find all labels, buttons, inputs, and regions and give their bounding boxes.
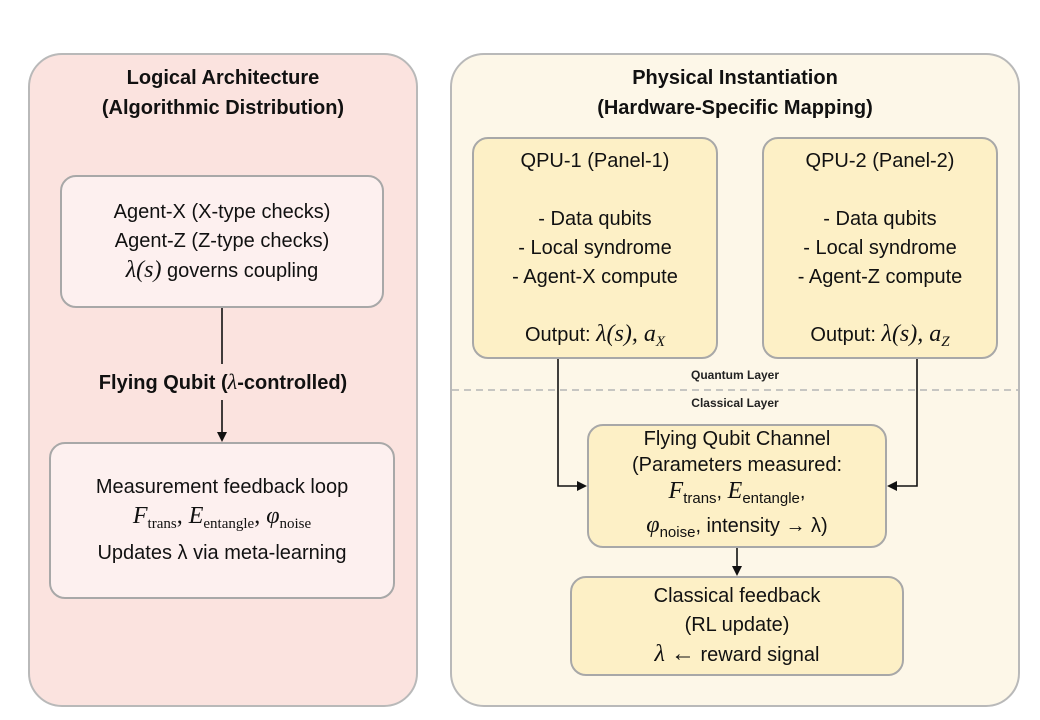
channel-title: Flying Qubit Channel: [643, 428, 831, 450]
qpu2-title: QPU-2 (Panel-2): [805, 150, 955, 172]
qpu2-output: Output: λ(s), aZ: [810, 321, 950, 350]
quantum-layer-label: Quantum Layer: [690, 368, 780, 382]
feedback-loop-line: Measurement feedback loop: [95, 476, 349, 498]
agent-x-line: Agent-X (X-type checks): [113, 200, 331, 223]
lambda-s-math: λ(s): [125, 256, 162, 283]
qpu1-box: QPU-1 (Panel-1) - Data qubits - Local sy…: [472, 137, 718, 359]
feedback-params-math: Ftrans, Eentangle, φnoise: [132, 503, 312, 532]
qpu2-local-syndrome: - Local syndrome: [803, 236, 957, 259]
physical-title-line1: Physical Instantiation: [632, 67, 838, 89]
measurement-feedback-box: Measurement feedback loop Ftrans, Eentan…: [49, 442, 395, 599]
qpu2-data-qubits: - Data qubits: [823, 207, 937, 230]
classical-layer-label: Classical Layer: [691, 396, 779, 410]
logical-title-line1: Logical Architecture: [126, 67, 320, 89]
qpu1-to-channel-arrow: [557, 359, 587, 491]
qpu2-to-channel-arrow: [887, 359, 918, 491]
qpu1-local-syndrome: - Local syndrome: [518, 236, 672, 259]
qpu1-output: Output: λ(s), aX: [524, 321, 666, 350]
qpu1-data-qubits: - Data qubits: [538, 207, 652, 230]
logical-architecture-title: Logical Architecture (Algorithmic Distri…: [30, 63, 416, 123]
meta-learning-line: Updates λ via meta-learning: [97, 542, 347, 564]
channel-subtitle: (Parameters measured:: [631, 454, 843, 476]
reward-signal-line: λ ← reward signal: [654, 641, 820, 667]
agent-z-line: Agent-Z (Z-type checks): [114, 229, 330, 252]
rl-update-line: (RL update): [684, 614, 790, 636]
channel-intensity-line: φnoise, intensity → λ): [646, 512, 828, 541]
qpu1-agent-compute: - Agent-X compute: [512, 265, 678, 288]
coupling-line: λ(s) governs coupling: [125, 256, 319, 283]
agents-box: Agent-X (X-type checks) Agent-Z (Z-type …: [60, 175, 384, 308]
physical-instantiation-title: Physical Instantiation (Hardware-Specifi…: [452, 63, 1018, 123]
flying-qubit-label: Flying Qubit (λ-controlled): [98, 369, 348, 394]
logical-title-line2: (Algorithmic Distribution): [101, 97, 345, 119]
qpu1-title: QPU-1 (Panel-1): [520, 150, 670, 172]
flying-qubit-channel-box: Flying Qubit Channel (Parameters measure…: [587, 424, 887, 548]
channel-params-math: Ftrans, Eentangle,: [668, 478, 806, 507]
qpu2-box: QPU-2 (Panel-2) - Data qubits - Local sy…: [762, 137, 998, 359]
classical-feedback-box: Classical feedback (RL update) λ ← rewar…: [570, 576, 904, 676]
qpu2-agent-compute: - Agent-Z compute: [797, 265, 963, 288]
classical-feedback-title: Classical feedback: [653, 585, 821, 607]
physical-title-line2: (Hardware-Specific Mapping): [597, 97, 873, 119]
